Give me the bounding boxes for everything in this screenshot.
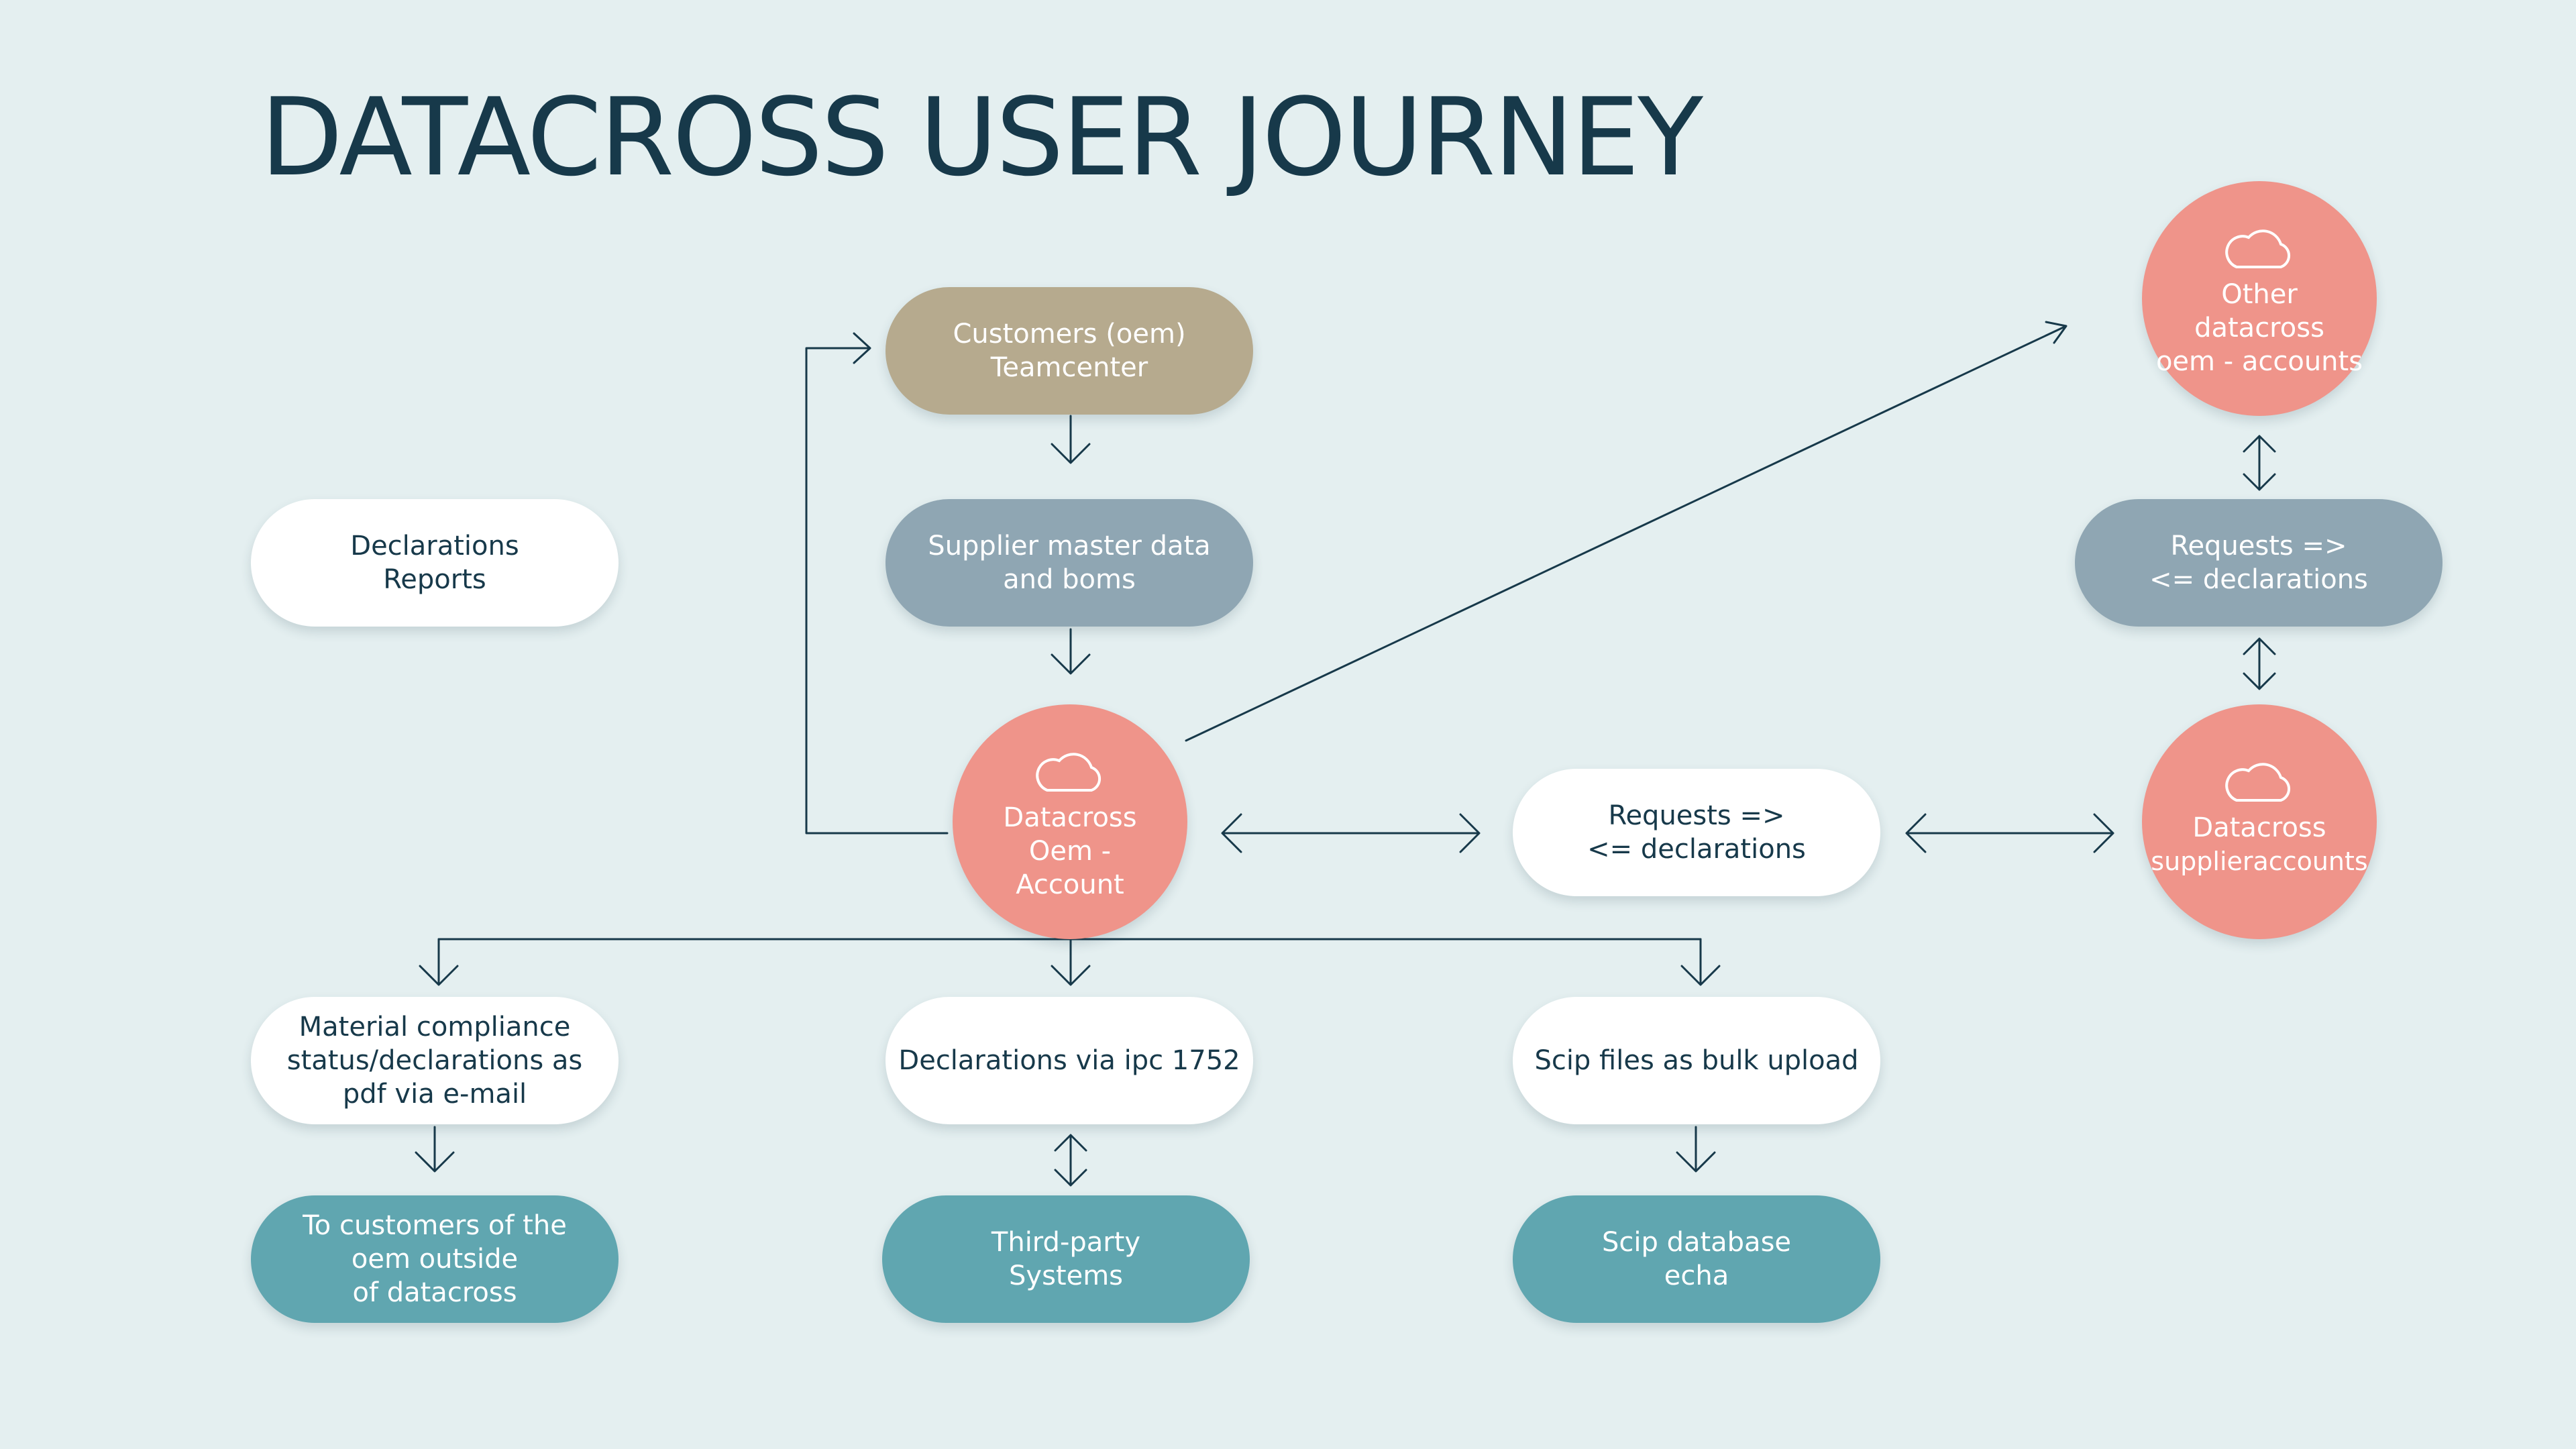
arrow-down-connector bbox=[1676, 1126, 1716, 1173]
bidirectional-connector bbox=[1054, 1134, 1087, 1187]
arrow-down-connector bbox=[415, 1126, 455, 1173]
arrow-down-connector bbox=[1680, 938, 1721, 986]
requests-declarations-node: Requests => <= declarations bbox=[1513, 769, 1880, 896]
node-label: supplieraccounts bbox=[2151, 847, 2368, 876]
cloud-icon bbox=[2225, 763, 2291, 802]
node-label: echa bbox=[1664, 1260, 1729, 1291]
bidirectional-connector bbox=[2243, 435, 2276, 491]
declarations-ipc-node: Declarations via ipc 1752 bbox=[885, 997, 1253, 1124]
node-label: and boms bbox=[1003, 564, 1136, 595]
cloud-icon bbox=[1036, 753, 1102, 792]
other-oem-accounts-node: Other datacross oem - accounts bbox=[2142, 181, 2377, 416]
bidirectional-connector bbox=[1221, 813, 1481, 853]
customers-outside-node: To customers of the oem outside of datac… bbox=[251, 1195, 619, 1323]
node-label: Declarations bbox=[350, 531, 519, 561]
arrow-down-connector bbox=[1051, 935, 1091, 986]
node-label: Datacross bbox=[2192, 812, 2326, 843]
third-party-systems-node: Third-party Systems bbox=[882, 1195, 1250, 1323]
node-label: datacross bbox=[2194, 313, 2324, 343]
node-label: status/declarations as bbox=[286, 1045, 583, 1076]
node-label: Datacross bbox=[1003, 802, 1137, 833]
node-label: To customers of the bbox=[303, 1210, 567, 1241]
arrow-down-connector bbox=[1051, 628, 1091, 675]
node-label: Requests => bbox=[2170, 531, 2347, 561]
node-label: Supplier master data bbox=[928, 531, 1211, 561]
customers-oem-node: Customers (oem) Teamcenter bbox=[885, 287, 1253, 415]
page-title: DATACROSS USER JOURNEY bbox=[260, 74, 1703, 200]
node-label: Third-party bbox=[991, 1227, 1141, 1258]
node-label: Account bbox=[1016, 869, 1124, 900]
bidirectional-connector bbox=[2243, 637, 2276, 690]
cloud-icon bbox=[2225, 229, 2291, 268]
node-label: Reports bbox=[383, 564, 486, 595]
scip-files-node: Scip files as bulk upload bbox=[1513, 997, 1880, 1124]
node-label: Scip files as bulk upload bbox=[1534, 1045, 1859, 1076]
bidirectional-connector bbox=[1905, 813, 2114, 853]
arrow-down-connector bbox=[419, 938, 459, 986]
scip-database-node: Scip database echa bbox=[1513, 1195, 1880, 1323]
loop-connector bbox=[805, 347, 949, 835]
node-label: <= declarations bbox=[2149, 564, 2368, 595]
node-label: oem outside bbox=[351, 1244, 519, 1275]
diagonal-connector bbox=[1185, 321, 2068, 742]
requests-declarations-right-node: Requests => <= declarations bbox=[2075, 499, 2443, 627]
node-label: oem - accounts bbox=[2155, 346, 2363, 377]
datacross-supplier-accounts-node: Datacross supplieraccounts bbox=[2142, 704, 2377, 939]
arrowhead-icon bbox=[853, 332, 871, 364]
material-compliance-node: Material compliance status/declarations … bbox=[251, 997, 619, 1124]
supplier-master-data-node: Supplier master data and boms bbox=[885, 499, 1253, 627]
node-label: Teamcenter bbox=[990, 352, 1148, 383]
node-label: <= declarations bbox=[1587, 834, 1806, 865]
node-label: Customers (oem) bbox=[953, 319, 1186, 350]
node-label: Scip database bbox=[1601, 1227, 1792, 1258]
node-label: pdf via e-mail bbox=[342, 1079, 527, 1110]
node-label: Requests => bbox=[1608, 800, 1785, 831]
node-label: Systems bbox=[1009, 1260, 1123, 1291]
node-label: Other bbox=[2221, 279, 2298, 310]
node-label: of datacross bbox=[352, 1277, 517, 1308]
node-label: Oem - bbox=[1028, 836, 1112, 867]
arrow-down-connector bbox=[1051, 415, 1091, 464]
node-label: Material compliance bbox=[299, 1012, 571, 1042]
datacross-oem-account-node: Datacross Oem - Account bbox=[953, 704, 1187, 939]
node-label: Declarations via ipc 1752 bbox=[898, 1045, 1240, 1076]
declarations-reports-node: Declarations Reports bbox=[251, 499, 619, 627]
